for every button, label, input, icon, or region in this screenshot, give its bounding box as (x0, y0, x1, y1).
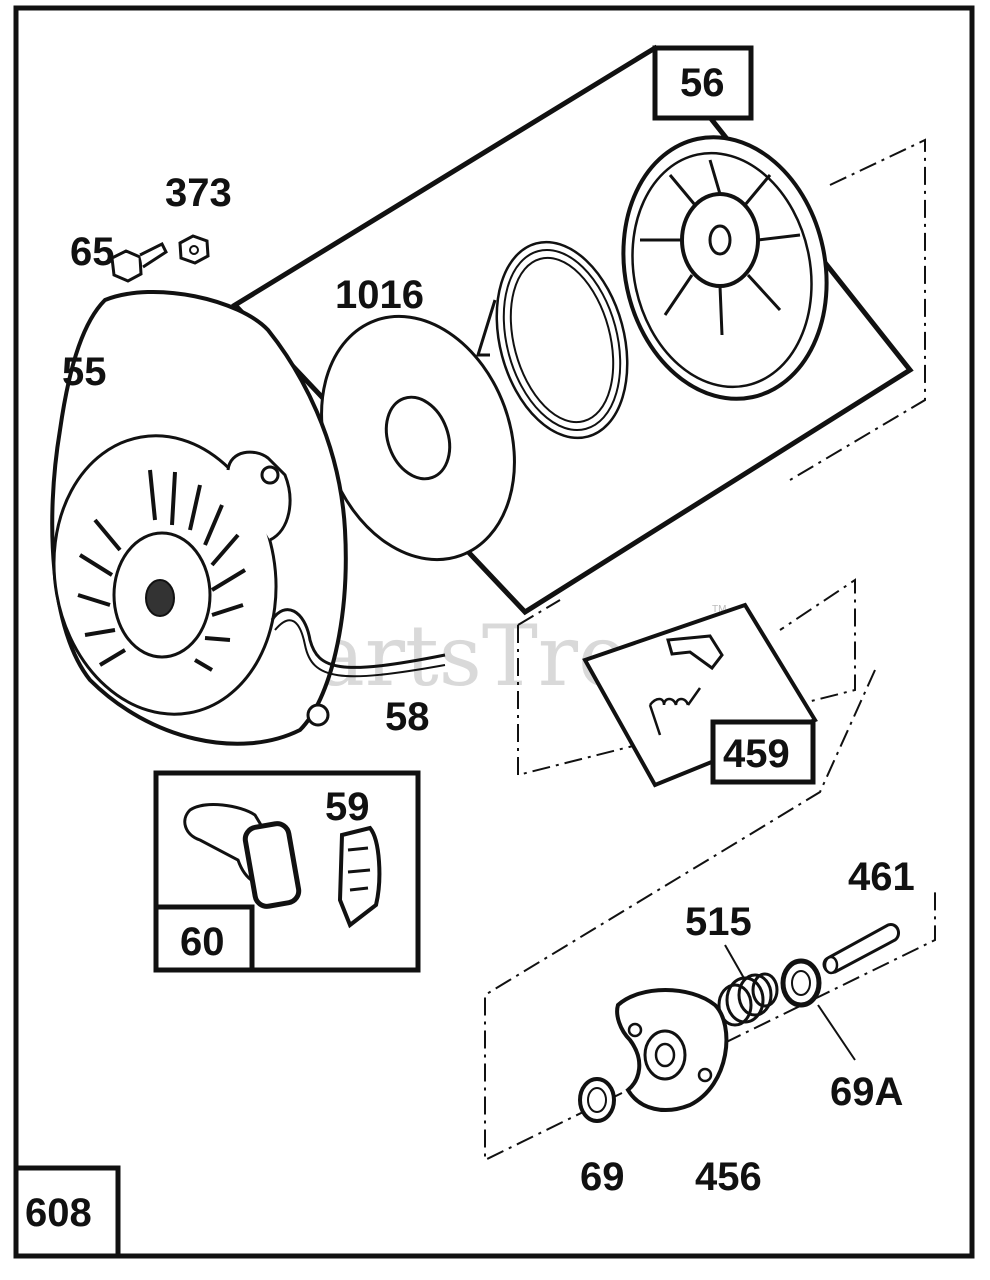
callout-box-608 (13, 1165, 121, 1259)
pulley-inner-rim (631, 151, 813, 389)
part-461-pin[interactable] (822, 923, 900, 975)
part-1016-washer[interactable] (289, 289, 547, 587)
part-69-washer[interactable] (578, 1077, 616, 1123)
callout-69A: 69A (830, 1070, 903, 1114)
housing-55-lug (306, 703, 330, 727)
leader-69A (817, 1004, 856, 1061)
callout-373: 373 (165, 171, 232, 215)
callout-515: 515 (685, 900, 752, 944)
callout-58: 58 (385, 695, 430, 739)
callout-56: 56 (680, 61, 725, 105)
pawl-part (666, 634, 724, 671)
callout-69: 69 (580, 1155, 625, 1199)
watermark-tm: TM (712, 604, 726, 615)
insert-59-detail (347, 846, 371, 892)
callout-box-60 (153, 904, 255, 973)
pulley-spokes (640, 159, 801, 336)
spring-coil-1 (495, 240, 629, 440)
part-373-nut[interactable] (178, 234, 210, 265)
spring-coil-2 (502, 249, 622, 431)
pin-461-end (823, 955, 839, 975)
callout-55: 55 (62, 350, 107, 394)
ratchet-456-bore (654, 1042, 676, 1068)
insert-59 (337, 825, 382, 929)
handle-grip (242, 821, 302, 909)
ratchet-456-post-1 (627, 1022, 643, 1038)
callout-box-459 (710, 719, 816, 785)
pawl-spring (648, 687, 702, 736)
part-pulley[interactable] (600, 118, 851, 418)
part-515-spring[interactable] (717, 972, 779, 1027)
spring-hook (475, 299, 497, 357)
spring-515-coil-4 (751, 972, 779, 1008)
leader-lower-kit (484, 669, 936, 1162)
callout-box-56 (652, 45, 754, 121)
callout-461: 461 (848, 855, 915, 899)
callout-456: 456 (695, 1155, 762, 1199)
callout-65: 65 (70, 230, 115, 274)
part-recoil-spring[interactable] (475, 227, 648, 452)
washer-1016-inner (384, 395, 452, 481)
callout-59: 59 (325, 785, 370, 829)
spring-515-coil-2 (717, 983, 753, 1027)
housing-55-vents (77, 469, 247, 672)
spring-515-coil-3 (737, 973, 773, 1017)
callout-1016: 1016 (335, 273, 424, 317)
callout-608-label: 608 (25, 1191, 92, 1235)
spring-coil-3 (509, 256, 615, 424)
washer-69-inner (587, 1087, 607, 1113)
part-456-ratchet[interactable] (615, 988, 729, 1112)
part-69A-washer[interactable] (780, 958, 822, 1008)
callout-608[interactable]: 608 (13, 1165, 121, 1259)
diagram-frame (13, 5, 975, 1259)
pulley-bore (708, 224, 732, 256)
nut-373-hole (189, 245, 199, 255)
part-58-rope[interactable] (270, 608, 446, 669)
kit-60[interactable]: 60 (153, 770, 421, 973)
part-58-rope-inner (274, 619, 446, 678)
bolt-65-head (110, 249, 143, 283)
housing-55-ear-hole (260, 465, 280, 485)
housing-55-hub (145, 579, 175, 617)
ratchet-456-post-2 (697, 1067, 713, 1083)
leader-515 (724, 944, 746, 981)
kit-459[interactable]: 459 (582, 602, 818, 788)
leader-459 (517, 578, 856, 777)
callout-459: 459 (723, 732, 790, 776)
washer-69A-inner (791, 970, 811, 996)
leader-56 (789, 138, 926, 481)
bolt-65-shank (139, 241, 168, 269)
callout-60: 60 (180, 920, 225, 964)
part-65-bolt[interactable] (110, 241, 168, 283)
part-55-housing[interactable] (32, 289, 348, 746)
